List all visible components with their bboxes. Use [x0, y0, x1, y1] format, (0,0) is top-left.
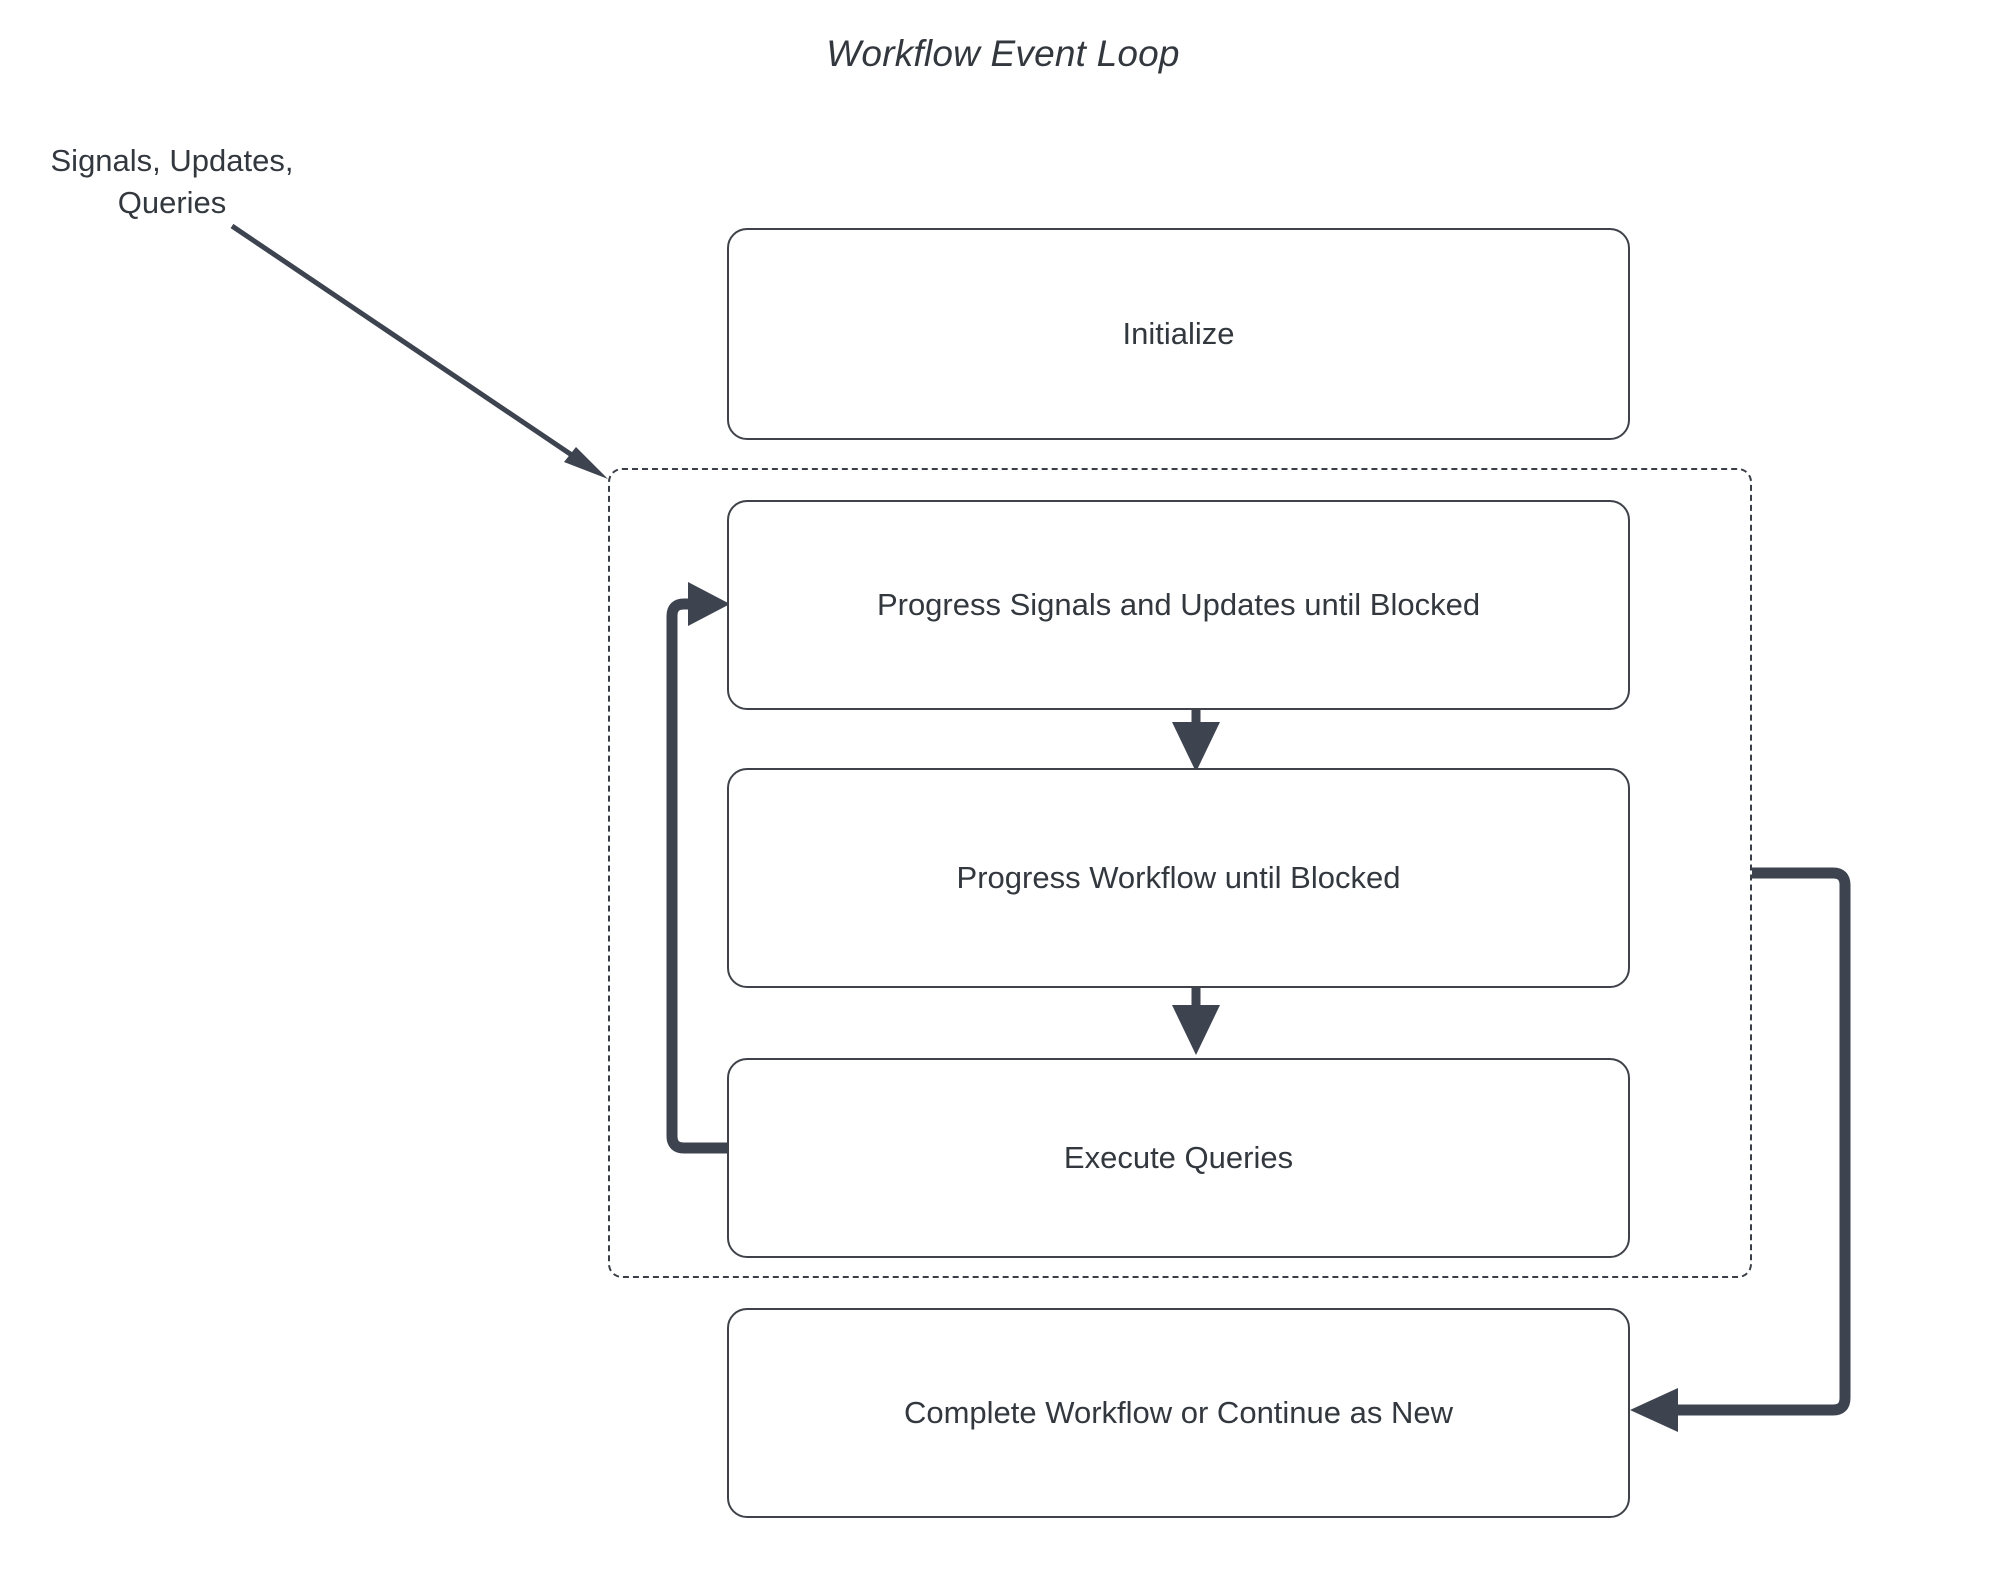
external-input-label-line-1: Signals, Updates,	[50, 143, 294, 178]
node-progress-workflow-label: Progress Workflow until Blocked	[956, 860, 1401, 895]
node-complete-workflow-label: Complete Workflow or Continue as New	[903, 1395, 1454, 1430]
node-complete-workflow[interactable]: Complete Workflow or Continue as New	[727, 1308, 1630, 1518]
edge-external-to-loop	[230, 223, 608, 479]
event-loop-group	[608, 468, 1752, 1278]
node-initialize-label: Initialize	[1122, 316, 1235, 351]
node-initialize[interactable]: Initialize	[727, 228, 1630, 440]
external-input-label: Signals, Updates, Queries	[22, 140, 322, 224]
node-progress-signals-label: Progress Signals and Updates until Block…	[876, 587, 1481, 622]
page-title: Workflow Event Loop	[826, 33, 1180, 74]
node-execute-queries[interactable]: Execute Queries	[727, 1058, 1630, 1258]
external-input-label-line-2: Queries	[117, 185, 227, 220]
node-execute-queries-label: Execute Queries	[1063, 1140, 1294, 1175]
node-progress-signals[interactable]: Progress Signals and Updates until Block…	[727, 500, 1630, 710]
node-progress-workflow[interactable]: Progress Workflow until Blocked	[727, 768, 1630, 988]
